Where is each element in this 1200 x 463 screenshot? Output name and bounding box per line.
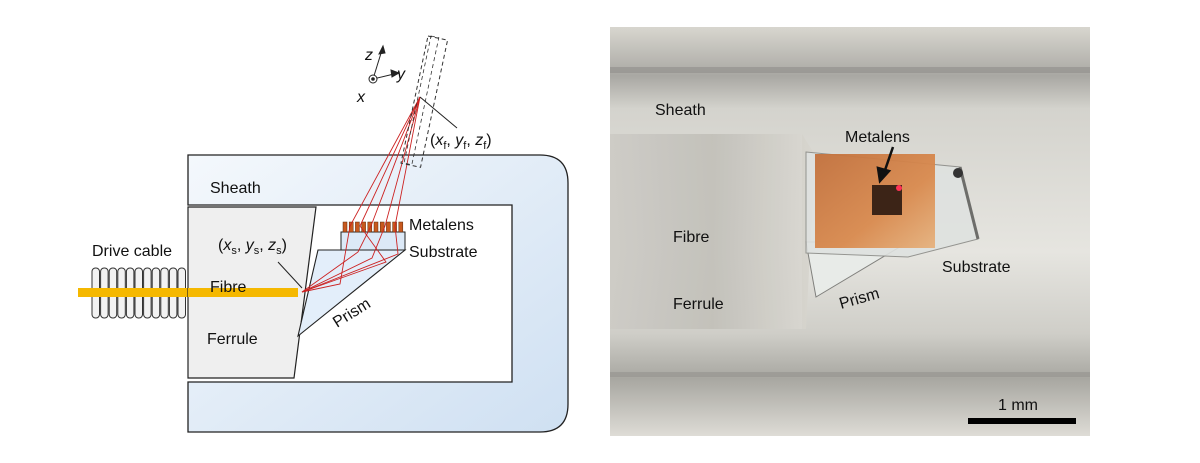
sheath-label: Sheath [210, 180, 261, 197]
focal-region-box [400, 35, 449, 168]
metalens-pillar [367, 221, 373, 233]
substrate-label: Substrate [409, 244, 478, 261]
photo-substrate-label: Substrate [942, 259, 1011, 276]
metalens-arrow [876, 146, 895, 184]
substrate-shape [340, 231, 406, 251]
sheath-shape [187, 154, 569, 433]
focal-pointer [419, 96, 458, 129]
photo-metalens-label: Metalens [845, 129, 910, 146]
drive-cable-label: Drive cable [92, 243, 172, 260]
metalens-pillar [392, 221, 397, 233]
metalens-pillar [348, 221, 354, 233]
focal-point-label: (xf, yf, zf) [430, 132, 492, 152]
source-point-label: (xs, ys, zs) [218, 237, 287, 257]
probe-schematic: Sheath Drive cable Fibre Ferrule Prism S… [78, 35, 569, 433]
photo-ferrule-label: Ferrule [673, 296, 724, 313]
coordinate-axes [368, 44, 401, 84]
probe-photograph: Sheath Metalens Fibre Ferrule Substrate … [610, 27, 1090, 436]
light-rays [301, 96, 421, 293]
metalens-pillar [361, 221, 366, 233]
metalens-pillar [398, 221, 404, 233]
scale-bar-label: 1 mm [998, 397, 1038, 414]
source-pointer [277, 261, 303, 289]
metalens-label: Metalens [409, 217, 474, 234]
metalens-pillar [373, 221, 379, 233]
metalens-pillar [386, 221, 391, 233]
photo-ferrule [610, 134, 815, 329]
ferrule-label: Ferrule [207, 331, 258, 348]
metalens-pillar [342, 221, 348, 233]
scale-bar [968, 418, 1076, 424]
photo-fibre-label: Fibre [673, 229, 710, 246]
photo-sheath-label: Sheath [655, 102, 706, 119]
axis-z-label: z [364, 47, 373, 64]
axis-y-label: y [396, 66, 406, 83]
fibre-label: Fibre [210, 279, 247, 296]
metalens-pillars [342, 221, 404, 233]
axis-x-label: x [356, 89, 366, 106]
metalens-pillar [355, 221, 360, 233]
